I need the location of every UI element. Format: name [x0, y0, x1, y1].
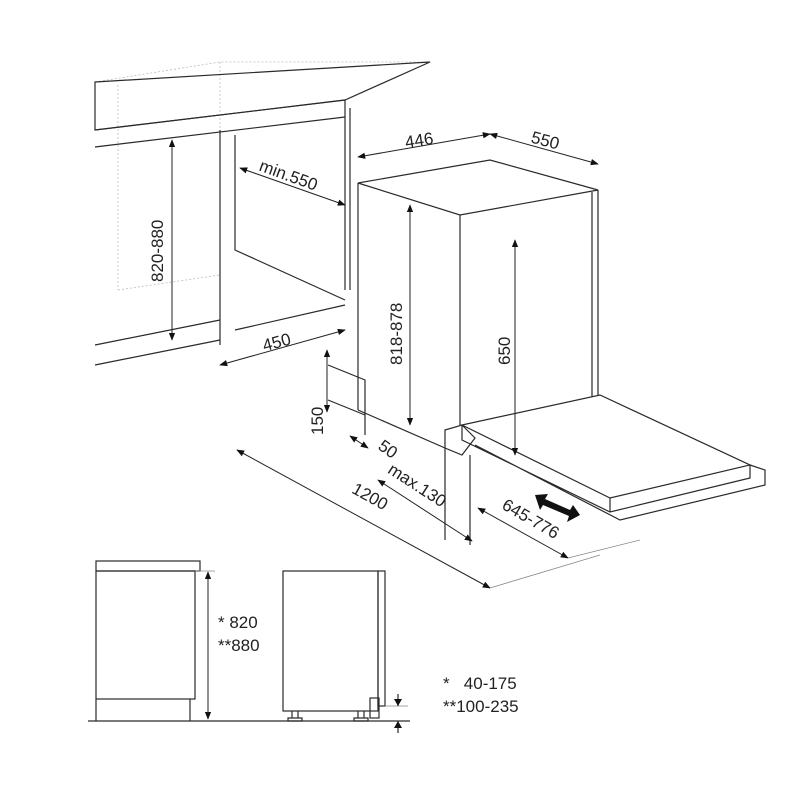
label-plinth-offset: 50	[375, 436, 401, 462]
label-depth-top: 550	[529, 128, 561, 154]
label-plinth-100-235: **100-235	[443, 697, 519, 716]
label-height-820: * 820	[218, 613, 258, 632]
dimension-lines	[168, 132, 641, 589]
label-plinth-height: 150	[308, 407, 327, 435]
label-plinth-40-175: * 40-175	[443, 674, 517, 693]
label-door-panel-height: 650	[495, 337, 514, 365]
label-height-880: **880	[218, 636, 260, 655]
label-appliance-height: 818-878	[387, 303, 406, 365]
side-view-dishwasher	[282, 570, 408, 733]
label-niche-height: 820-880	[148, 220, 167, 282]
kitchen-niche	[94, 61, 431, 366]
label-max-panel-thickness: max.130	[385, 460, 450, 511]
double-arrow-icon	[535, 494, 580, 522]
label-door-panel-travel: 645-776	[499, 495, 563, 543]
label-width-top: 446	[404, 129, 435, 152]
label-niche-width: 450	[261, 330, 293, 356]
label-niche-depth: min.550	[257, 156, 320, 195]
